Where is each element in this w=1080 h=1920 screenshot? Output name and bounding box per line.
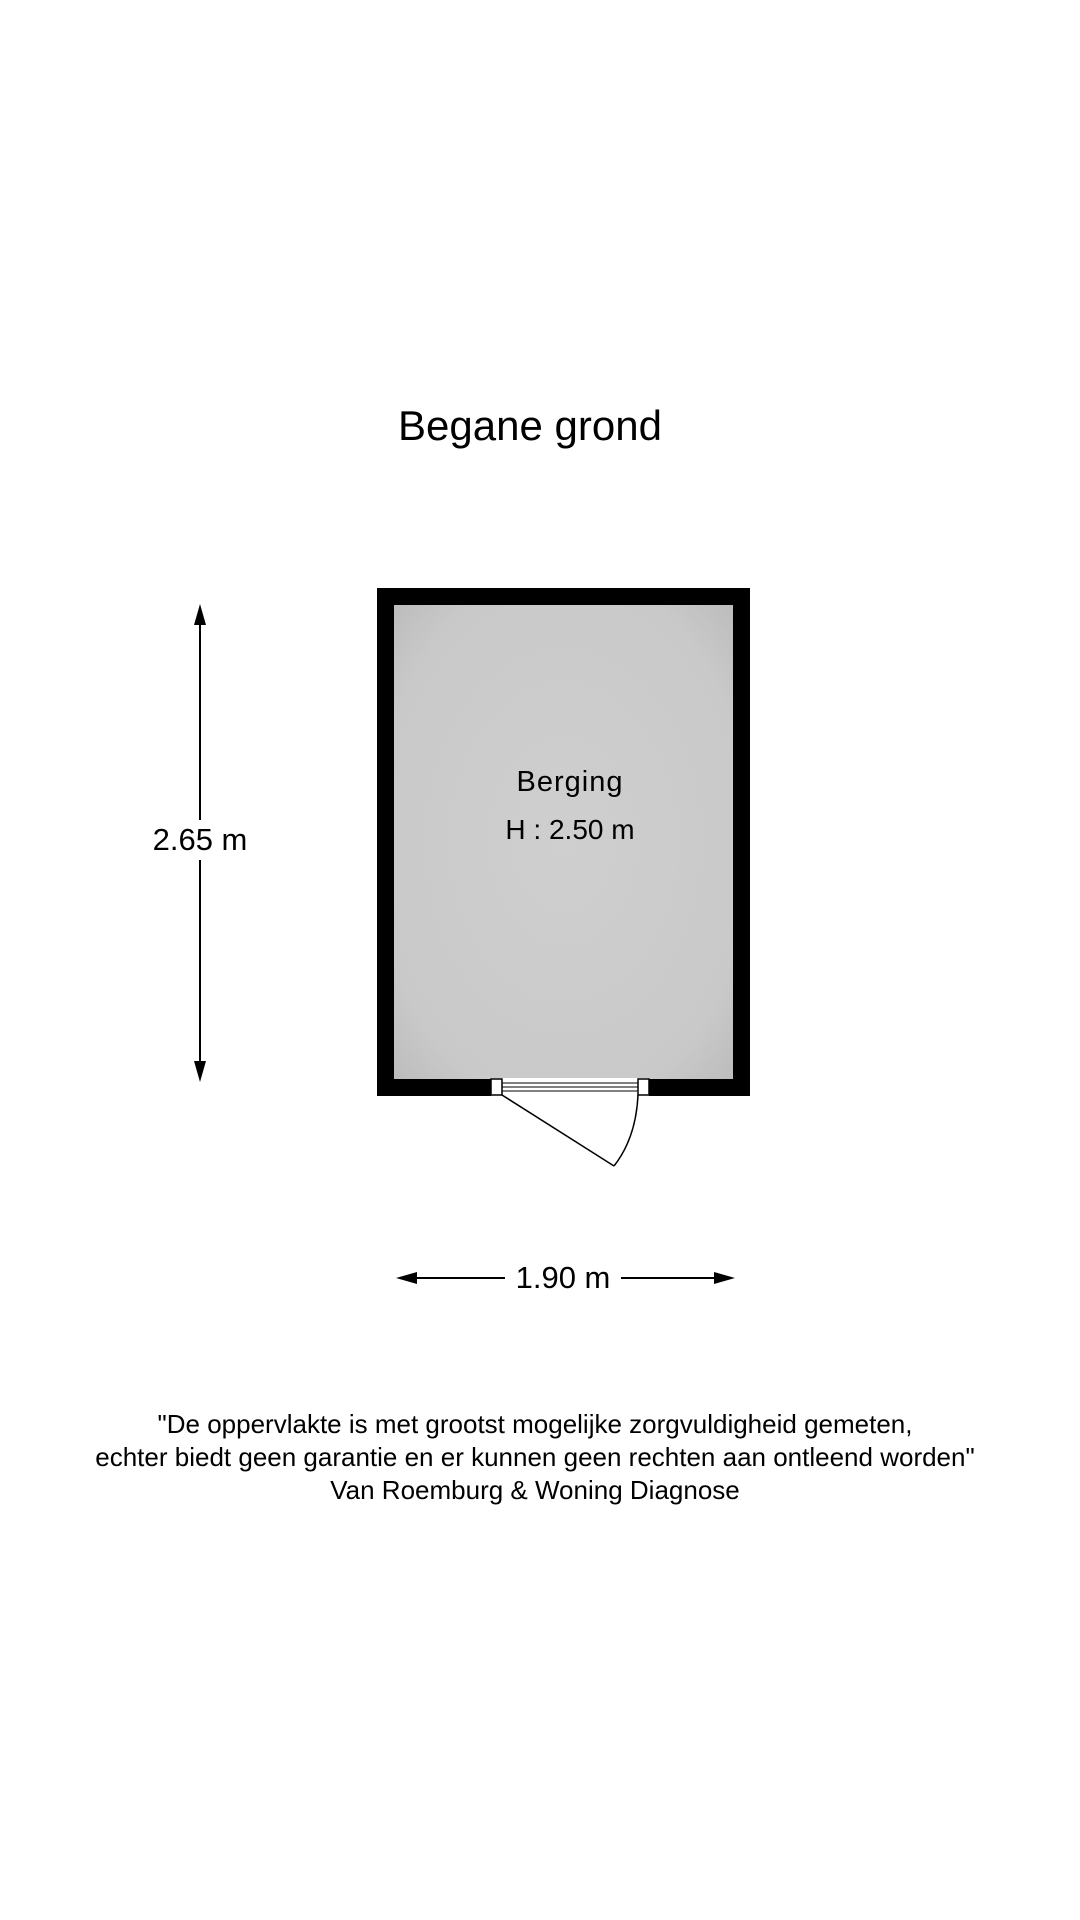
- width-dimension-label: 1.90 m: [505, 1258, 621, 1298]
- disclaimer-line-2: echter biedt geen garantie en er kunnen …: [95, 1442, 975, 1472]
- disclaimer-credit: Van Roemburg & Woning Diagnose: [330, 1475, 740, 1505]
- door: [490, 1078, 650, 1167]
- disclaimer: "De oppervlakte is met grootst mogelijke…: [0, 1408, 1075, 1507]
- door-leaf: [501, 1094, 615, 1167]
- room-height: H : 2.50 m: [505, 814, 635, 845]
- room-floor: [394, 605, 733, 1079]
- door-swing-arc: [613, 1094, 639, 1167]
- room-name: Berging: [516, 766, 624, 798]
- disclaimer-line-1: "De oppervlakte is met grootst mogelijke…: [157, 1409, 913, 1439]
- depth-dimension-label: 2.65 m: [136, 820, 264, 860]
- floor-title: Begane grond: [398, 402, 662, 449]
